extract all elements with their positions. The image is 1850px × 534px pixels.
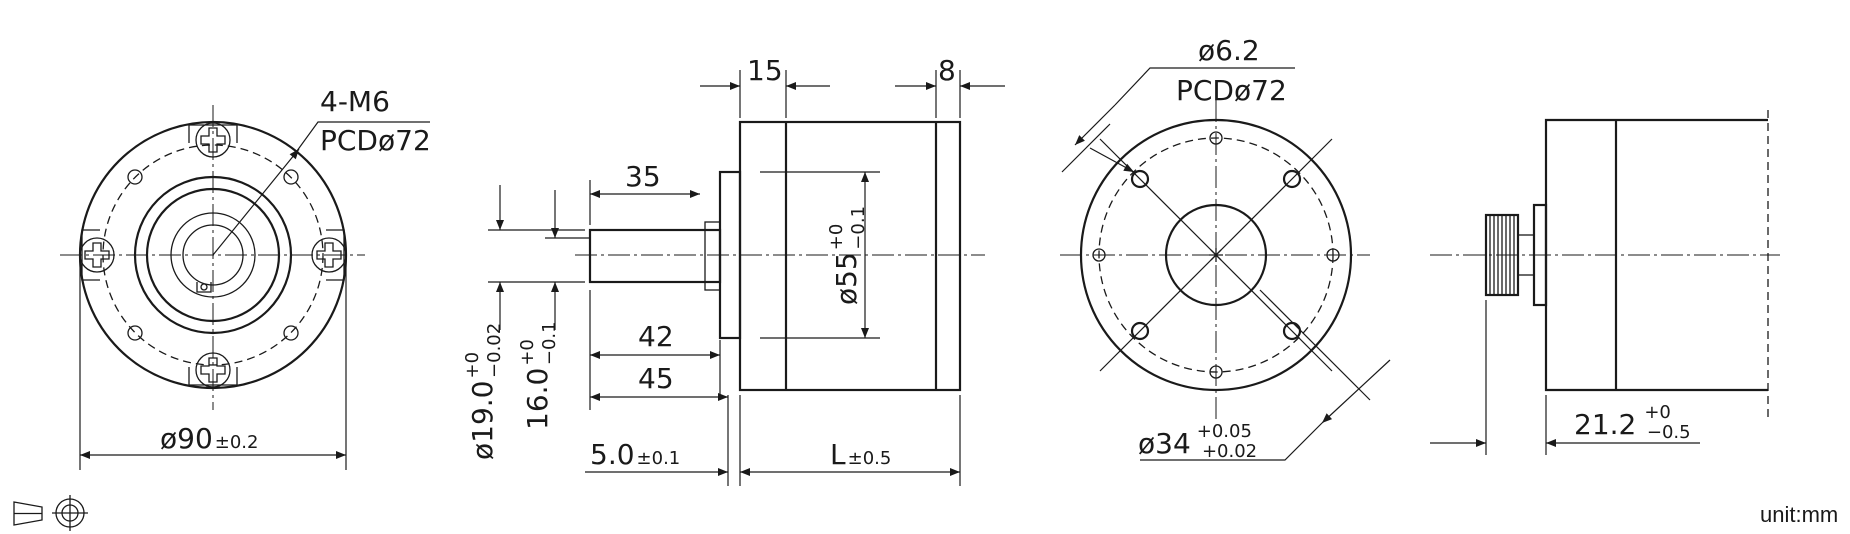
side-d55-text: ø55+0−0.1 — [826, 206, 869, 305]
front-flange-circle — [133, 175, 293, 335]
gear-21-text: 21.2+0−0.5 — [1574, 402, 1691, 443]
front-key-clip — [196, 282, 212, 293]
side-dim-35-text: 35 — [625, 160, 661, 193]
side-5-text: 5.0±0.1 — [590, 438, 680, 471]
gear-view: 21.2+0−0.5 — [1430, 110, 1780, 455]
rear-mount-hole-4 — [1282, 321, 1302, 341]
rear-pcd-label: PCDø72 — [1176, 74, 1287, 107]
rear-mount-hole-1 — [1130, 169, 1150, 189]
front-inner-circle — [170, 212, 256, 298]
gear-motor-body — [1544, 118, 1768, 392]
rear-hole-top — [1209, 131, 1223, 145]
side-dim-15-text: 15 — [747, 54, 783, 87]
side-dim-45-text: 45 — [638, 362, 674, 395]
rear-ext-d34 — [1259, 289, 1371, 401]
rear-hole-right — [1326, 248, 1340, 262]
side-L-text: L±0.5 — [830, 438, 891, 471]
front-hole-2 — [283, 169, 299, 185]
side-16-text: 16.0+0−0.1 — [517, 321, 560, 430]
rear-outer-circle — [1079, 118, 1353, 392]
front-pcd-circle — [102, 144, 324, 366]
side-dim-8-text: 8 — [938, 54, 956, 87]
front-screw-ear-right — [326, 229, 345, 281]
shaft-collar — [704, 221, 721, 291]
rear-d34-text: ø34+0.05+0.02 — [1138, 421, 1257, 462]
front-hole-3 — [127, 325, 143, 341]
rear-hole-left — [1092, 248, 1106, 262]
shaft-body — [588, 228, 722, 284]
side-d19-text: ø19.0+0−0.02 — [462, 323, 505, 460]
front-pcd-label: PCDø72 — [320, 124, 431, 157]
unit-label: unit:mm — [1760, 502, 1838, 527]
rear-boss-circle — [1164, 203, 1268, 307]
front-leader-holes — [293, 121, 430, 156]
front-leader-pcd — [212, 148, 300, 256]
front-boss-circle — [145, 187, 281, 323]
rear-mount-hole-2 — [1282, 169, 1302, 189]
rear-ext-hole-a — [1061, 123, 1111, 173]
rear-dim-d34 — [1321, 359, 1391, 424]
rear-diagonal-centerline-2 — [1099, 138, 1333, 372]
front-screw-ear-left — [81, 229, 100, 281]
rear-hole-bottom — [1209, 365, 1223, 379]
rear-mount-hole-3 — [1130, 321, 1150, 341]
rear-dim-hole — [1074, 104, 1116, 146]
side-view: 15 8 35 42 45 ø55+0−0.1 ø19.0+0−0.02 16.… — [462, 54, 1005, 486]
rear-leader-label — [1114, 67, 1295, 106]
front-hole-4 — [283, 325, 299, 341]
rear-hole-label: ø6.2 — [1198, 34, 1260, 67]
rear-leader-hole — [1089, 147, 1135, 173]
third-angle-projection-icon — [13, 495, 88, 531]
front-key-clip-hole — [200, 283, 208, 291]
motor-body — [738, 120, 962, 392]
rear-pcd-circle — [1098, 137, 1334, 373]
gear-teeth — [1489, 215, 1515, 295]
front-hole-1 — [127, 169, 143, 185]
rear-leader-d34 — [1140, 422, 1323, 461]
front-screw-ear-top — [188, 124, 238, 143]
rear-view: ø6.2 PCDø72 ø34+0.05+0.02 — [1060, 34, 1391, 462]
front-view: 4-M6 PCDø72 ø90±0.2 — [60, 85, 431, 470]
front-screw-ear-bottom — [188, 367, 238, 386]
front-d90-text: ø90±0.2 — [160, 422, 258, 455]
side-dim-42-text: 42 — [638, 320, 674, 353]
front-shaft-circle — [182, 224, 244, 286]
front-holes-label: 4-M6 — [320, 85, 390, 118]
